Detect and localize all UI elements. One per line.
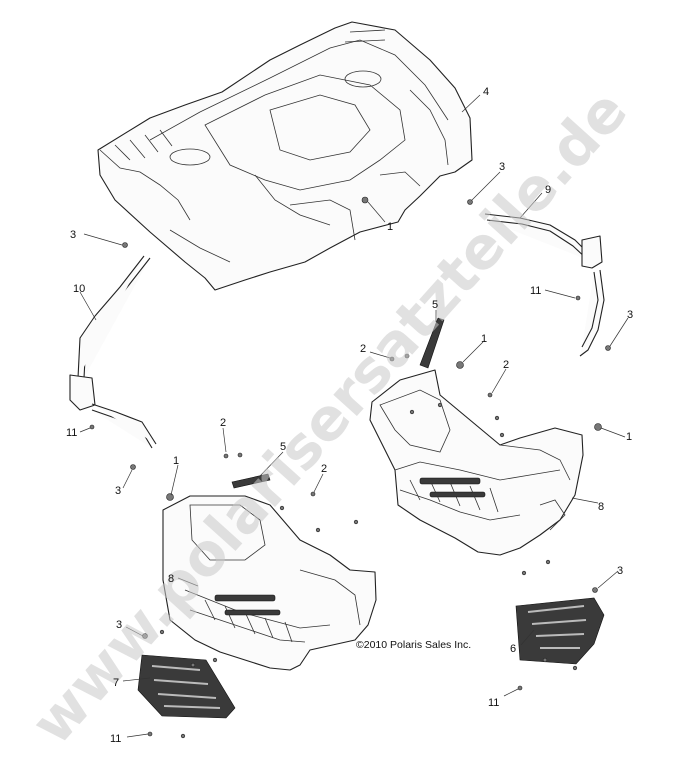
bolt-2f xyxy=(310,491,316,497)
rivet-1c xyxy=(594,423,602,431)
callout-11d: 11 xyxy=(110,733,121,745)
right-footwell-part xyxy=(369,369,584,556)
callout-5a: 5 xyxy=(432,299,438,311)
screw-3e xyxy=(592,587,598,593)
callout-2d: 2 xyxy=(321,463,327,475)
callout-3c: 3 xyxy=(627,309,633,321)
nut-11d xyxy=(147,731,153,737)
callout-6: 6 xyxy=(510,643,516,655)
callout-2a: 2 xyxy=(360,343,366,355)
bolt-2c xyxy=(487,392,493,398)
callout-9: 9 xyxy=(545,184,551,196)
leader-lines xyxy=(79,94,629,738)
left-footwell-part xyxy=(162,495,377,671)
callout-8b: 8 xyxy=(168,573,174,585)
footrest-pad-lower xyxy=(231,473,271,489)
callout-3f: 3 xyxy=(116,619,122,631)
callout-2c: 2 xyxy=(220,417,226,429)
callout-11c: 11 xyxy=(488,697,499,709)
right-footboard-part xyxy=(515,597,605,665)
screw-3b xyxy=(467,199,473,205)
screw-3a xyxy=(122,242,128,248)
callout-3d: 3 xyxy=(115,485,121,497)
rear-fender-part xyxy=(97,21,473,291)
screw-3d xyxy=(130,464,136,470)
callout-11b: 11 xyxy=(66,427,77,439)
fasteners xyxy=(89,196,611,739)
callout-11a: 11 xyxy=(530,285,541,297)
callouts: 4 1 3 9 3 10 11 3 5 1 2 2 1 11 3 2 1 5 2… xyxy=(66,86,633,745)
callout-4: 4 xyxy=(483,86,489,98)
front-brace-part-10 xyxy=(69,255,157,449)
footrest-pad-upper xyxy=(419,317,445,369)
callout-1d: 1 xyxy=(173,455,179,467)
bolt-2b xyxy=(404,353,410,359)
bolt-2a xyxy=(389,356,395,362)
rear-brace-part-9 xyxy=(484,213,605,357)
callout-8a: 8 xyxy=(598,501,604,513)
rivet-1b xyxy=(456,361,464,369)
copyright-notice: ©2010 Polaris Sales Inc. xyxy=(356,639,471,651)
callout-3e: 3 xyxy=(617,565,623,577)
callout-5b: 5 xyxy=(280,441,286,453)
nut-11b xyxy=(89,424,95,430)
bolt-2e xyxy=(237,452,243,458)
screw-3c xyxy=(605,345,611,351)
nut-11c xyxy=(517,685,523,691)
bolt-2d xyxy=(223,453,229,459)
rivet-1a xyxy=(361,196,369,204)
callout-1b: 1 xyxy=(481,333,487,345)
callout-10: 10 xyxy=(73,283,85,295)
callout-2b: 2 xyxy=(503,359,509,371)
callout-3a: 3 xyxy=(70,229,76,241)
callout-3b: 3 xyxy=(499,161,505,173)
callout-1a: 1 xyxy=(387,221,393,233)
callout-1c: 1 xyxy=(626,431,632,443)
callout-7: 7 xyxy=(113,677,119,689)
rivet-1d xyxy=(166,493,174,501)
nut-11a xyxy=(575,295,581,301)
left-footboard-part xyxy=(137,654,236,719)
